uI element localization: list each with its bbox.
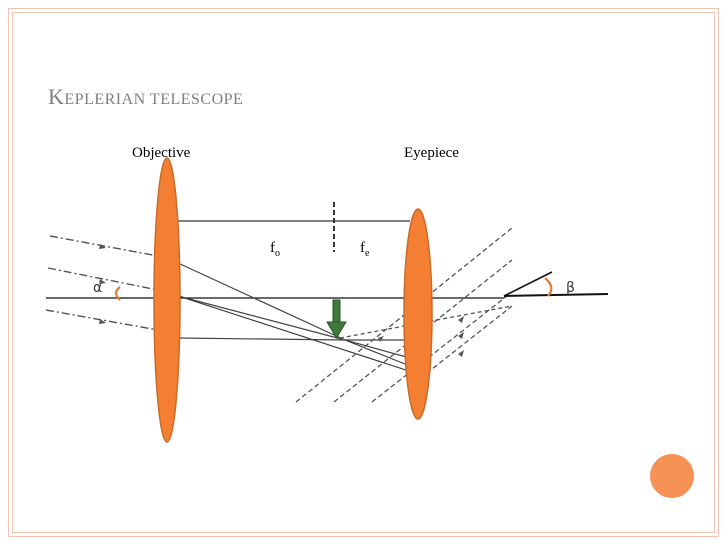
incoming-ray-marks (99, 244, 106, 324)
alpha-angle-arc (114, 286, 121, 301)
chief-ray (159, 289, 413, 373)
incoming-rays (45, 235, 159, 331)
objective-label: Objective (132, 145, 191, 161)
slide-border-outer (8, 8, 719, 537)
alpha-label: α (93, 280, 103, 296)
fo-main: f (270, 240, 275, 256)
intermediate-image-arrow (326, 299, 347, 339)
eyepiece-lens (403, 208, 433, 420)
fe-label: fe (360, 240, 369, 259)
beta-ray-line (503, 271, 553, 297)
fe-main: f (360, 240, 365, 256)
beta-angle-arc (544, 277, 553, 297)
corner-decoration-dot (650, 454, 694, 498)
outgoing-ray-marks (378, 316, 464, 357)
title-first-letter: K (48, 84, 65, 109)
beta-axis-line (503, 293, 609, 297)
objective-lens (153, 157, 181, 443)
fe-sub: e (365, 248, 370, 259)
title-rest: eplerian telescope (64, 91, 244, 108)
slide-border-inner (12, 12, 715, 533)
fo-label: fo (270, 240, 280, 259)
beta-label: β (566, 280, 575, 296)
converging-rays (177, 262, 411, 367)
fo-sub: o (275, 248, 280, 259)
eyepiece-label: Eyepiece (404, 145, 459, 161)
slide-title: Keplerian telescope (48, 84, 243, 110)
